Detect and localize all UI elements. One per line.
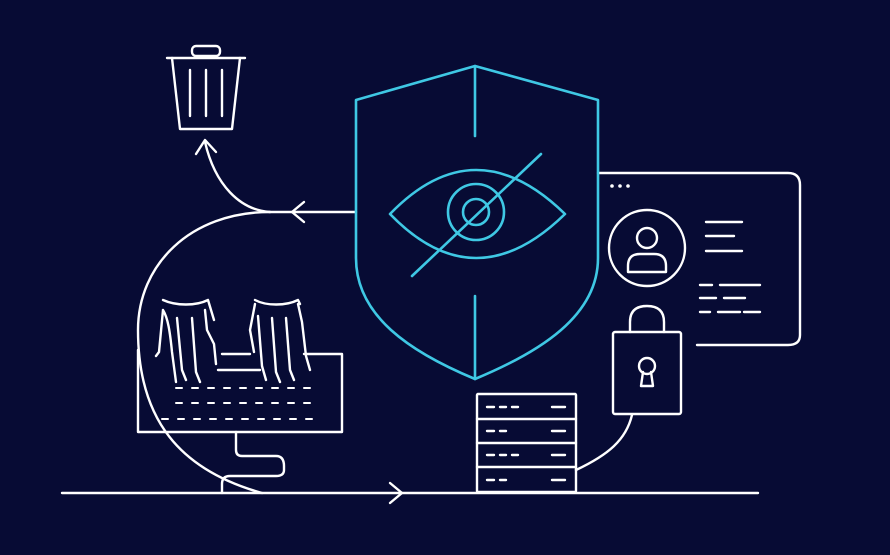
keyboard-icon [136,348,344,495]
left-arrow-icon [290,200,306,224]
flow-lines [60,138,760,505]
shield-outline [354,64,600,381]
left-hand [154,298,218,384]
window-dot [618,184,622,188]
window-dot [610,184,614,188]
server-to-lock-curve [574,413,634,472]
user-loop-curve [136,210,272,495]
keyboard-cable [220,430,286,495]
trash-icon [165,44,247,131]
profile-text-lines [698,220,762,314]
right-hand [248,298,312,384]
to-trash-curve [203,140,272,214]
eye-slash-icon [388,152,567,278]
hands-typing-icon [154,298,312,384]
avatar-icon [607,208,687,288]
window-dot [626,184,630,188]
up-arrow-icon [194,138,218,156]
privacy-shield-icon [354,64,600,381]
baseline-arrow-icon [388,481,404,505]
server-rack-icon [475,392,578,494]
user-profile-card-icon [596,171,802,347]
padlock-icon [611,304,683,416]
